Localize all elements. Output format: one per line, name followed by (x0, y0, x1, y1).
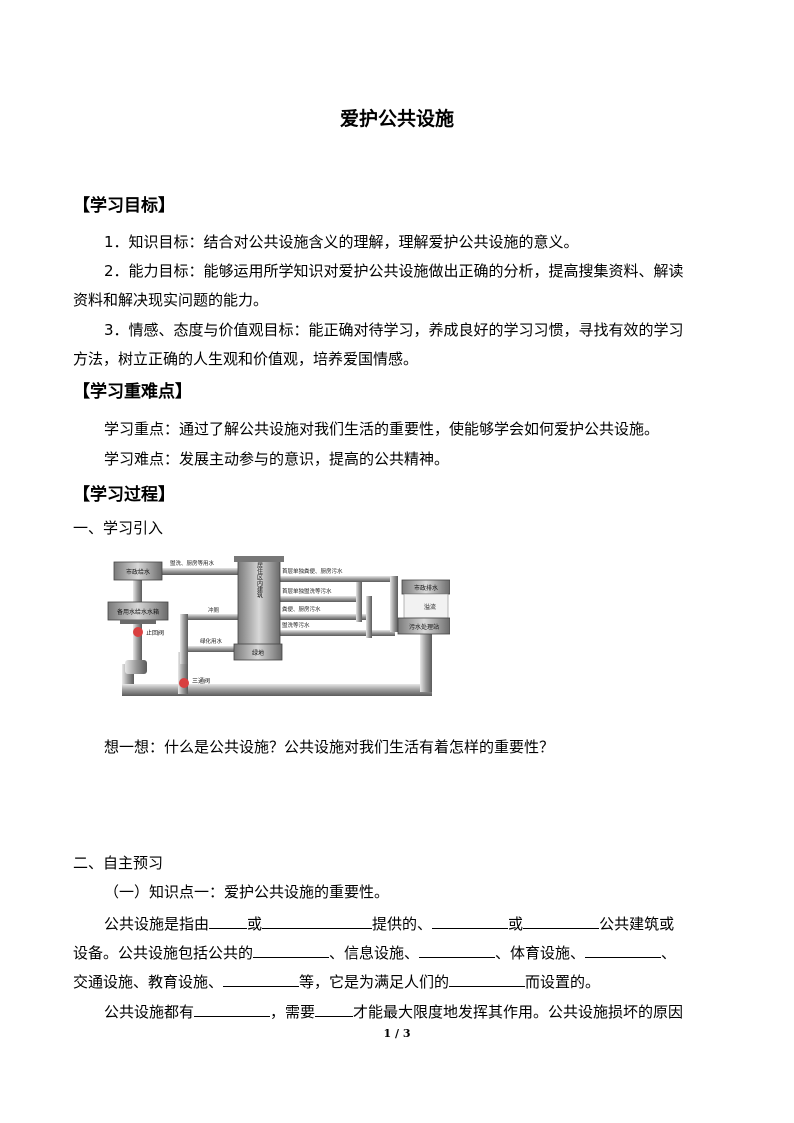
goal-ability-line1: 2．能力目标：能够运用所学知识对爱护公共设施做出正确的分析，提高搜集资料、解读 (104, 262, 684, 280)
blank-field[interactable] (419, 941, 496, 958)
svg-text:污水处理站: 污水处理站 (409, 623, 439, 631)
fill-blank-line-2: 设备。公共设施包括公共的、信息设施、、体育设施、、 (73, 941, 676, 963)
section-heading-keypoints: 【学习重难点】 (73, 382, 192, 402)
page-number: 1 / 3 (383, 1027, 411, 1040)
goal-knowledge: 1．知识目标：结合对公共设施含义的理解，理解爱护公共设施的意义。 (104, 233, 579, 251)
page-title: 爱护公共设施 (339, 108, 454, 130)
intro-question: 想一想：什么是公共设施？公共设施对我们生活有着怎样的重要性？ (104, 738, 555, 756)
svg-text:冲厕: 冲厕 (208, 606, 220, 614)
fill-blank-line-1: 公共设施是指由或提供的、或公共建筑或 (104, 912, 674, 934)
svg-text:居住区内建筑: 居住区内建筑 (256, 562, 263, 599)
goal-emotion-line2: 方法，树立正确的人生观和价值观，培养爱国情感。 (73, 350, 419, 368)
svg-text:盥洗等污水: 盥洗等污水 (282, 621, 310, 629)
blank-field[interactable] (223, 970, 300, 987)
section-heading-process: 【学习过程】 (73, 485, 175, 505)
preview-subheading-1: （一）知识点一：爱护公共设施的重要性。 (104, 883, 390, 901)
blank-field[interactable] (194, 1000, 271, 1017)
blank-field[interactable] (253, 941, 330, 958)
goal-emotion-line1: 3．情感、态度与价值观目标：能正确对待学习，养成良好的学习习惯，寻找有效的学习 (104, 321, 684, 339)
blank-field[interactable] (209, 912, 248, 929)
check-valve-icon (133, 627, 143, 637)
green-area (233, 643, 283, 661)
blank-field[interactable] (523, 912, 600, 929)
blank-field[interactable] (262, 912, 373, 929)
fill-blank-line-4: 公共设施都有，需要才能最大限度地发挥其作用。公共设施损坏的原因 (104, 1000, 683, 1022)
preview-heading: 二、自主预习 (73, 854, 164, 872)
svg-text:盥洗、厨房等用水: 盥洗、厨房等用水 (170, 559, 215, 567)
svg-text:止回阀: 止回阀 (146, 629, 164, 637)
section-heading-goals: 【学习目标】 (73, 196, 175, 216)
bottom-return-pipe (122, 684, 432, 696)
intro-heading: 一、学习引入 (73, 519, 164, 537)
svg-text:溢流: 溢流 (424, 603, 436, 611)
water-system-diagram: 市政给水 备用水给水水箱 止回阀 三通阀 居住区内建筑 绿地 市政排水 溢流 污… (107, 556, 450, 696)
svg-text:首层单独粪便、厨房污水: 首层单独粪便、厨房污水 (282, 567, 343, 575)
key-focus: 学习重点：通过了解公共设施对我们生活的重要性，使能够学会如何爱护公共设施。 (104, 420, 660, 438)
svg-text:首层单独盥洗等污水: 首层单独盥洗等污水 (282, 587, 332, 595)
municipal-supply-tank (113, 561, 163, 581)
blank-field[interactable] (585, 941, 662, 958)
svg-text:市政排水: 市政排水 (414, 584, 438, 592)
blank-field[interactable] (449, 970, 526, 987)
svg-text:市政给水: 市政给水 (126, 568, 150, 576)
svg-text:备用水给水水箱: 备用水给水水箱 (117, 608, 159, 616)
svg-text:粪便、厨房污水: 粪便、厨房污水 (282, 605, 321, 613)
residential-building (237, 557, 281, 657)
blank-field[interactable] (315, 1000, 354, 1017)
blank-field[interactable] (432, 912, 509, 929)
sewage-treatment-station (397, 617, 450, 635)
svg-text:绿地: 绿地 (252, 649, 264, 657)
goal-ability-line2: 资料和解决现实问题的能力。 (73, 291, 269, 309)
fill-blank-line-3: 交通设施、教育设施、等，它是为满足人们的而设置的。 (73, 970, 600, 992)
three-way-valve-icon (179, 678, 189, 688)
key-difficulty: 学习难点：发展主动参与的意识，提高的公共精神。 (104, 450, 450, 468)
svg-text:三通阀: 三通阀 (192, 677, 210, 685)
svg-text:绿化用水: 绿化用水 (200, 637, 223, 645)
